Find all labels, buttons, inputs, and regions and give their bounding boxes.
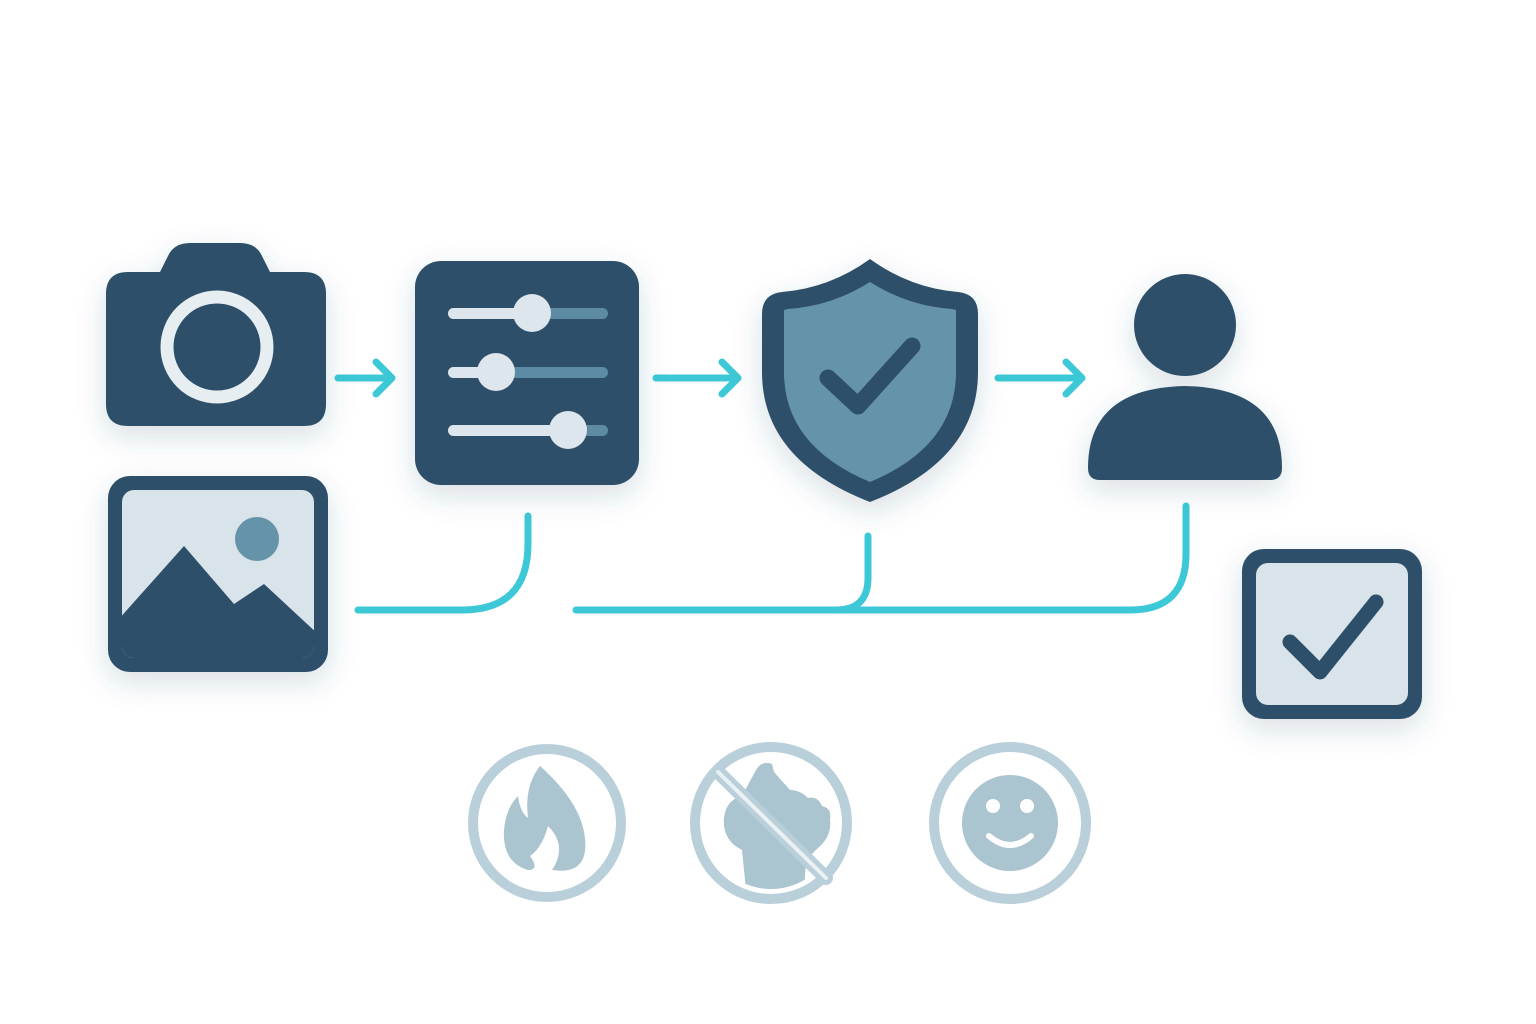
slider-knob[interactable] — [549, 411, 587, 449]
check-icon — [819, 337, 921, 415]
filter-badge-smiley[interactable] — [929, 742, 1091, 904]
connector-bus-to-user — [572, 502, 1190, 614]
user-head — [1134, 274, 1236, 376]
camera-icon[interactable] — [106, 243, 326, 426]
camera-lens — [160, 290, 274, 404]
arrow-shield-to-user — [994, 358, 1086, 398]
slider-knob[interactable] — [513, 294, 551, 332]
arrow-sliders-to-shield — [652, 358, 742, 398]
filter-badge-flame[interactable] — [468, 744, 626, 902]
slider-row-3[interactable] — [448, 411, 608, 449]
slider-row-1[interactable] — [448, 294, 608, 332]
connector-shield-to-bus — [832, 532, 872, 614]
filter-badge-no-weapon[interactable] — [690, 742, 852, 904]
connector-lines — [334, 358, 1190, 614]
slider-knob[interactable] — [477, 353, 515, 391]
image-icon[interactable] — [108, 476, 328, 672]
connector-image-to-sliders — [354, 512, 532, 614]
sliders-icon[interactable] — [415, 261, 639, 485]
sun-icon — [235, 517, 279, 561]
mountain-icon — [122, 546, 314, 658]
smiley-eye — [1020, 799, 1034, 813]
smiley-mouth — [986, 833, 1034, 848]
slider-row-2[interactable] — [448, 353, 608, 391]
flame-icon — [503, 766, 586, 871]
user-body — [1088, 386, 1282, 480]
smiley-eye — [986, 799, 1000, 813]
arrow-camera-to-sliders — [334, 358, 396, 398]
check-icon — [1282, 594, 1384, 680]
shield-check-icon[interactable] — [762, 259, 978, 502]
checkbox-checked-icon[interactable] — [1242, 549, 1422, 719]
smiley-icon — [962, 775, 1058, 871]
user-icon[interactable] — [1088, 274, 1282, 480]
